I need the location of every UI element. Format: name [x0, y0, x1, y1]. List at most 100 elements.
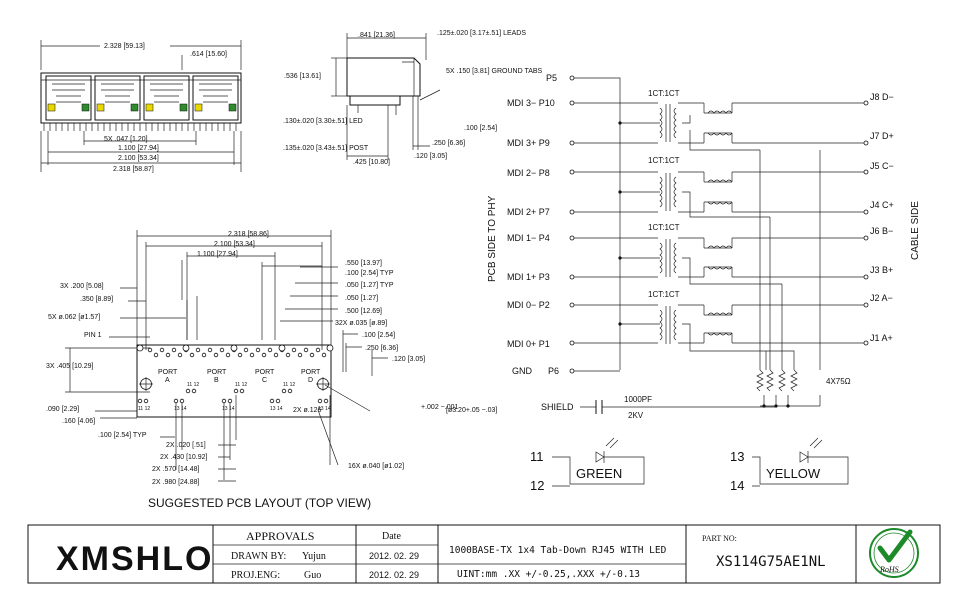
dim-100: .100 [2.54]: [464, 125, 497, 132]
approvals-label: APPROVALS: [246, 529, 314, 543]
pcb-dim-050: .050 [1.27]: [345, 295, 378, 302]
green-pin-12: 12: [530, 478, 544, 493]
pcb-dim-430: 2X .430 [10.92]: [160, 454, 208, 461]
dim-120: .120 [3.05]: [414, 153, 447, 160]
green-pin-11: 11: [530, 449, 544, 464]
pcb-holes-035: 32X ø.035 [ø.89]: [335, 320, 387, 327]
pin-p5: P5: [546, 73, 557, 83]
pcb-dim-020: 2X .020 [.51]: [166, 442, 206, 449]
pin-j7: J7 D+: [870, 131, 894, 141]
green-led-label: GREEN: [576, 466, 622, 481]
side-view: .841 [21.36] .125±.020 [3.17±.51] LEADS …: [283, 30, 543, 166]
svg-text:11 12: 11 12: [283, 382, 295, 388]
pcb-dim-250: .250 [6.36]: [365, 345, 398, 352]
pcb-dim-1100: 1.100 [27.94]: [197, 251, 238, 258]
pcb-dim-2100: 2.100 [53.34]: [214, 241, 255, 248]
resistor-label: 4X75Ω: [826, 377, 851, 386]
schematic: PCB SIDE TO PHY CABLE SIDE P5 MDI 3− P10…: [487, 73, 921, 493]
cable-side-label: CABLE SIDE: [910, 201, 921, 260]
part-number: XS114G75AE1NL: [716, 554, 826, 570]
yellow-pin-14: 14: [730, 478, 744, 493]
pcb-mount-holes: [139, 377, 330, 391]
pin-p7: MDI 2+ P7: [507, 207, 550, 217]
port-d-label: PORT: [301, 369, 321, 376]
schematic-wiring: [574, 77, 866, 408]
port-openings: [45, 75, 239, 121]
pcb-ground-holes: [136, 344, 334, 352]
pcb-dim-120: .120 [3.05]: [392, 356, 425, 363]
pcb-holes-200: 3X .200 [5.08]: [60, 283, 104, 290]
rohs-badge: RoHS: [869, 528, 919, 578]
yellow-pin-13: 13: [730, 449, 744, 464]
pcb-side-label: PCB SIDE TO PHY: [487, 195, 498, 282]
proj-eng-label: PROJ.ENG:: [231, 570, 280, 581]
part-no-label: PART NO:: [702, 534, 737, 543]
pin-j3: J3 B+: [870, 265, 893, 275]
proj-date: 2012. 02. 29: [369, 570, 419, 580]
pin-p8: MDI 2− P8: [507, 168, 550, 178]
pin-p3: MDI 1+ P3: [507, 272, 550, 282]
pcb-dim-570: 2X .570 [14.48]: [152, 466, 200, 473]
pin-j5: J5 C−: [870, 161, 894, 171]
svg-text:B: B: [214, 377, 219, 384]
led-indicators: [47, 103, 237, 112]
front-view: 2.328 [59.13] .614 [15.60]: [40, 40, 242, 173]
pin-p10: MDI 3− P10: [507, 98, 555, 108]
dim-led: .130±.020 [3.30±.51] LED: [283, 118, 363, 125]
pcb-layout-title: SUGGESTED PCB LAYOUT (TOP VIEW): [148, 496, 371, 510]
svg-text:A: A: [165, 377, 170, 384]
date-header: Date: [382, 531, 401, 542]
product-description: 1000BASE-TX 1x4 Tab-Down RJ45 WITH LED: [449, 545, 667, 556]
pcb-signal-holes: [147, 347, 327, 358]
dim-250: .250 [6.36]: [432, 140, 465, 147]
dim-overall-width: 2.328 [59.13]: [104, 43, 145, 50]
dim-425: .425 [10.80]: [353, 159, 390, 166]
svg-text:11 12: 11 12: [187, 382, 199, 388]
pcb-holes-126: 2X ø.126: [293, 407, 322, 414]
pcb-dim-980: 2X .980 [24.88]: [152, 479, 200, 486]
ratio-2: 1CT:1CT: [648, 156, 680, 165]
pcb-holes-126-tol: +.002 −.001: [421, 404, 458, 411]
termination-resistors: [756, 350, 798, 392]
pcb-layout: 2.318 [58.86] 2.100 [53.34] 1.100 [27.94…: [46, 230, 497, 510]
pcb-dim-090: .090 [2.29]: [46, 406, 79, 413]
shield-label: SHIELD: [541, 402, 574, 412]
cap-voltage: 2KV: [628, 411, 644, 420]
cap-value: 1000PF: [624, 395, 652, 404]
pcb-dim-2318: 2.318 [58.86]: [228, 231, 269, 238]
dim-ground-tabs: 5X .150 [3.81] GROUND TABS: [446, 68, 543, 75]
pin-p2: MDI 0− P2: [507, 300, 550, 310]
svg-text:11 12: 11 12: [138, 406, 150, 412]
dim-1100: 1.100 [27.94]: [118, 145, 159, 152]
port-b-label: PORT: [207, 369, 227, 376]
dim-depth: .841 [21.36]: [358, 32, 395, 39]
company-logo: XMSHLO: [56, 540, 211, 578]
pin-j6: J6 B−: [870, 226, 893, 236]
pin-p6: P6: [548, 366, 559, 376]
pcb-led-holes: [137, 388, 329, 404]
pcb-dim-500: .500 [12.69]: [345, 308, 382, 315]
gnd-label: GND: [512, 366, 533, 376]
tolerance-note: UINT:mm .XX +/-0.25,.XXX +/-0.13: [457, 569, 640, 580]
dim-2318: 2.318 [58.87]: [113, 166, 154, 173]
svg-text:13 14: 13 14: [222, 406, 235, 412]
dim-port-pitch: .614 [15.60]: [190, 51, 227, 58]
pcb-dim-100b: .100 [2.54]: [362, 332, 395, 339]
yellow-led: 13 14 YELLOW: [730, 437, 849, 493]
pin-p1: MDI 0+ P1: [507, 339, 550, 349]
svg-text:13 14: 13 14: [318, 406, 331, 412]
pin-p9: MDI 3+ P9: [507, 138, 550, 148]
transformers: [659, 104, 733, 344]
pcb-dim-160: .160 [4.06]: [62, 418, 95, 425]
yellow-led-label: YELLOW: [766, 466, 821, 481]
pcb-dim-350: .350 [8.89]: [80, 296, 113, 303]
pcb-dim-100typ-b: .100 [2.54] TYP: [98, 432, 147, 439]
pcb-holes-062: 5X ø.062 [ø1.57]: [48, 314, 100, 321]
proj-eng-value: Guo: [304, 570, 321, 581]
pcb-holes-040: 16X ø.040 [ø1.02]: [348, 463, 404, 470]
pcb-holes-126-mm: [ø3.20+.05 −.03]: [446, 407, 497, 414]
ratio-1: 1CT:1CT: [648, 89, 680, 98]
rohs-text: RoHS: [879, 565, 899, 574]
